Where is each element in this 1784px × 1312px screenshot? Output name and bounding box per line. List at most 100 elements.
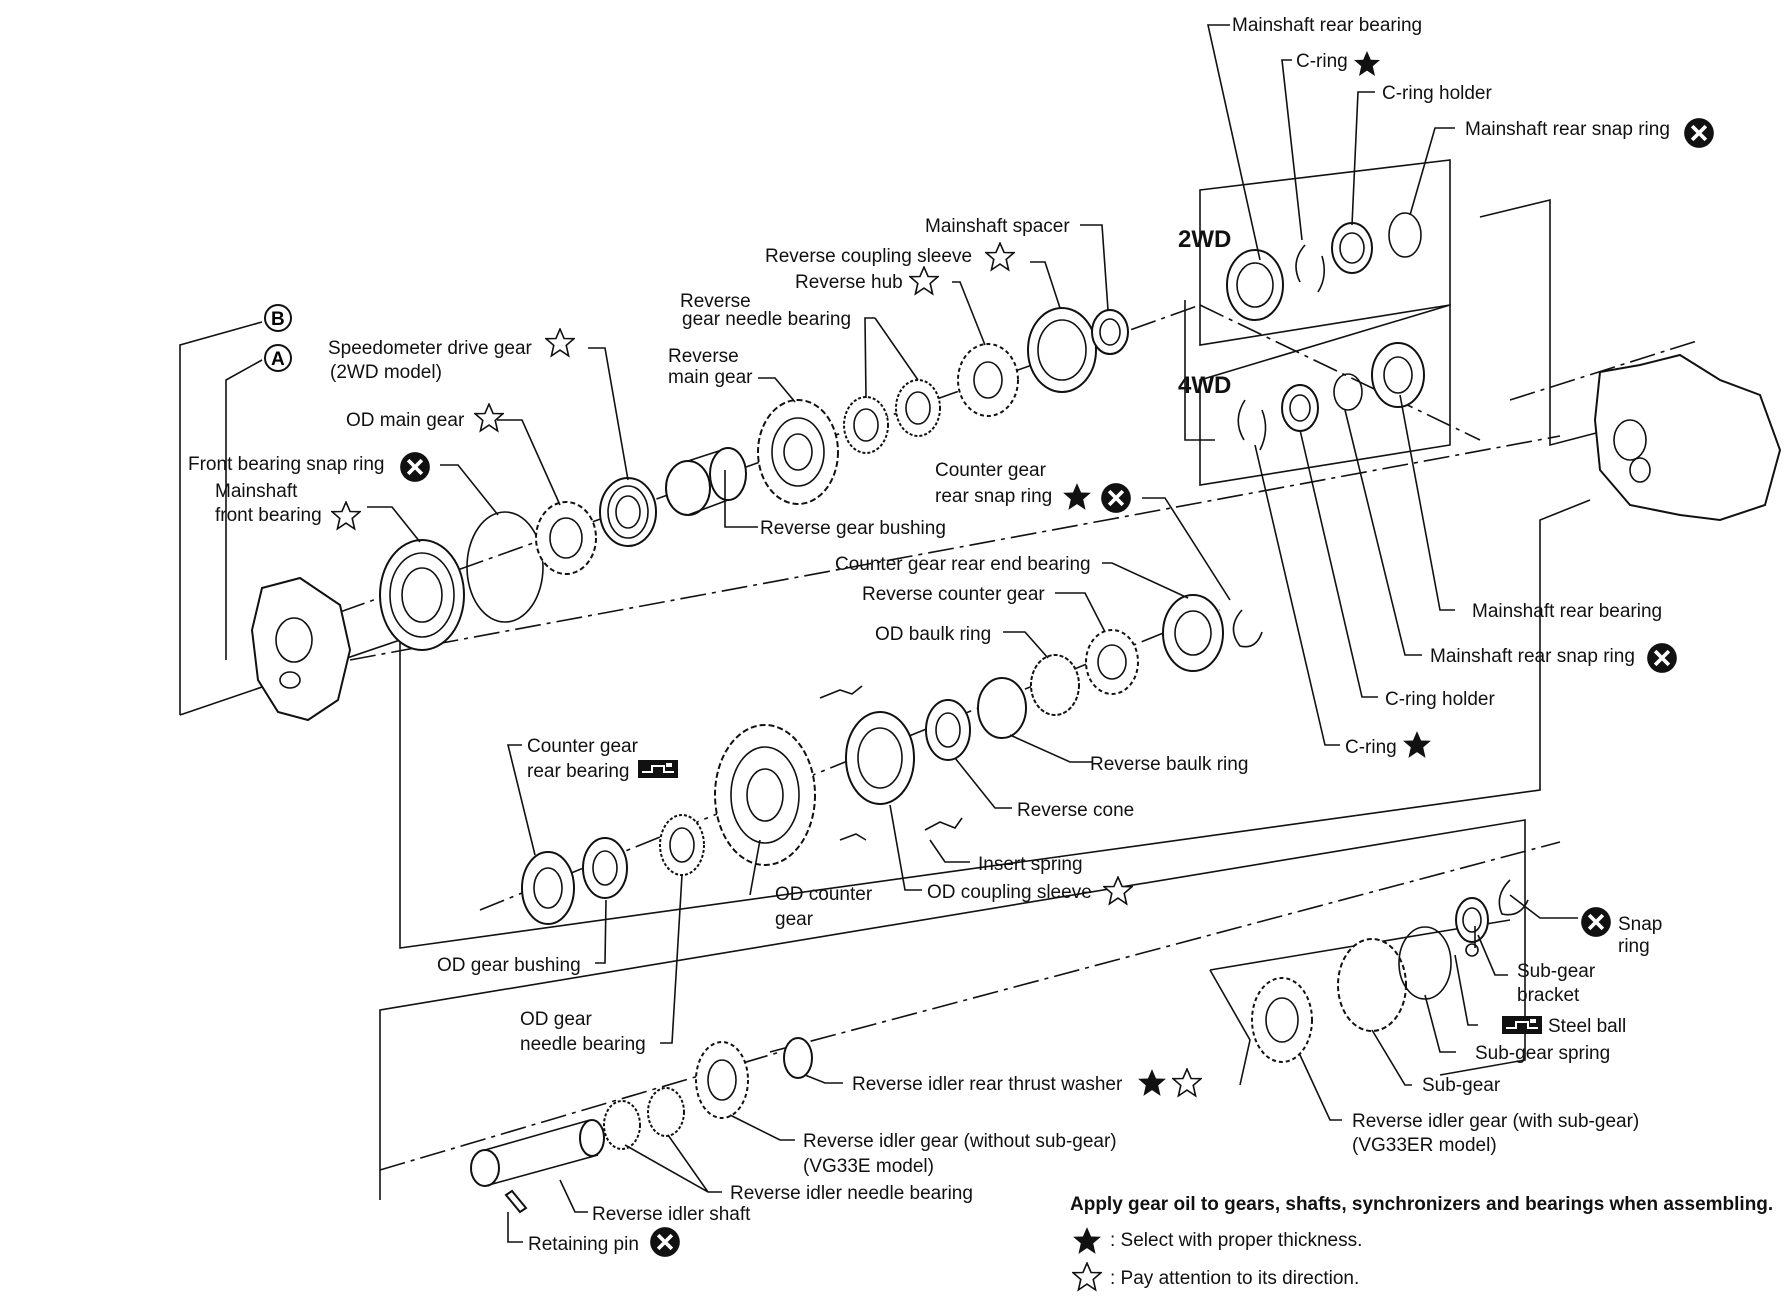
label-sub-gear-bracket-2: bracket: [1517, 985, 1580, 1006]
label-reverse-gear-bushing: Reverse gear bushing: [760, 518, 946, 539]
label-four-wd: 4WD: [1178, 372, 1231, 399]
reverse-idler-rear-thrust-washer: [783, 1037, 813, 1079]
label-od-counter-gear-2: gear: [775, 909, 814, 930]
label-counter-gear-rear-snap-ring-1: Counter gear: [935, 460, 1047, 481]
front-bearing-snap-ring: [466, 511, 544, 623]
outline-star-icon: [545, 328, 575, 357]
x-circle-icon: [399, 451, 431, 483]
note-select-thickness: : Select with proper thickness.: [1110, 1230, 1362, 1251]
mainshaft-spacer: [1091, 309, 1129, 355]
label-mainshaft-rear-snap-ring-top: Mainshaft rear snap ring: [1465, 119, 1670, 140]
two-wd-group: [1226, 212, 1422, 321]
label-snap-ring-1: Snap: [1618, 914, 1662, 935]
reverse-idler-gear-without-sub-gear: [695, 1041, 749, 1119]
retaining-pin: [504, 1189, 528, 1214]
outline-star-icon: [985, 242, 1015, 271]
label-c-ring-holder-right: C-ring holder: [1385, 689, 1495, 710]
ref-a-circle: [264, 344, 292, 372]
label-reverse-idler-gear-without-1: Reverse idler gear (without sub-gear): [803, 1131, 1117, 1152]
label-c-ring-holder-top: C-ring holder: [1382, 83, 1492, 104]
x-circle-icon: [1580, 906, 1612, 938]
label-reverse-coupling-sleeve: Reverse coupling sleeve: [765, 246, 972, 267]
label-od-coupling-sleeve: OD coupling sleeve: [927, 882, 1092, 903]
label-two-wd-model: (2WD model): [330, 362, 442, 383]
label-counter-gear-rear-end-bearing: Counter gear rear end bearing: [835, 554, 1091, 575]
ref-b-label: B: [271, 309, 285, 330]
text-labels: Mainshaft rear bearing C-ring C-ring hol…: [188, 15, 1670, 1255]
special-tool-icon: [638, 760, 678, 778]
label-snap-ring-2: ring: [1618, 936, 1650, 957]
counter-gear-rear-snap-ring: [1232, 609, 1263, 648]
outline-star-icon: [1172, 1068, 1202, 1097]
note-pay-attention: : Pay attention to its direction.: [1110, 1268, 1359, 1289]
label-mainshaft-rear-bearing-top: Mainshaft rear bearing: [1232, 15, 1422, 36]
steel-ball: [1465, 943, 1479, 957]
filled-star-icon: [1354, 51, 1380, 76]
label-reverse-idler-shaft: Reverse idler shaft: [592, 1204, 751, 1225]
label-reverse-idler-gear-with-2: (VG33ER model): [1352, 1135, 1497, 1156]
label-sub-gear: Sub-gear: [1422, 1075, 1501, 1096]
reverse-cone: [925, 699, 971, 761]
reverse-main-gear: [757, 399, 839, 505]
insert-springs: [819, 685, 963, 841]
label-reverse-cone: Reverse cone: [1017, 800, 1134, 821]
label-mainshaft-spacer: Mainshaft spacer: [925, 216, 1070, 237]
counter-gear-rear-end-bearing: [1162, 594, 1224, 672]
ref-callouts: B A: [264, 304, 292, 372]
label-od-baulk-ring: OD baulk ring: [875, 624, 991, 645]
label-steel-ball: Steel ball: [1548, 1016, 1626, 1037]
label-c-ring-right: C-ring: [1345, 737, 1397, 758]
mainshaft-front-bearing: [379, 539, 465, 651]
label-speedometer-drive-gear: Speedometer drive gear: [328, 338, 533, 359]
label-retaining-pin: Retaining pin: [528, 1234, 639, 1255]
label-counter-gear-rear-bearing-1: Counter gear: [527, 736, 639, 757]
od-coupling-sleeve: [845, 711, 915, 805]
x-circle-icon: [1100, 482, 1132, 514]
x-circle-icon: [1646, 642, 1678, 674]
x-circle-icon: [1683, 117, 1715, 149]
outline-star-icon: [1103, 876, 1133, 905]
parts: [250, 212, 1782, 1214]
filled-star-icon: [1138, 1069, 1166, 1096]
od-gear-needle-bearing: [659, 814, 705, 876]
od-baulk-ring: [1030, 654, 1080, 716]
label-two-wd: 2WD: [1178, 226, 1231, 253]
label-counter-gear-rear-snap-ring-2: rear snap ring: [935, 486, 1052, 507]
sub-gear-bracket: [1455, 897, 1489, 943]
outline-star-icon: [474, 403, 504, 432]
od-gear-bushing: [582, 837, 628, 899]
label-c-ring-top: C-ring: [1296, 51, 1348, 72]
outline-star-icon: [909, 266, 939, 295]
speedometer-drive-gear: [599, 477, 657, 547]
label-od-gear-needle-bearing-2: needle bearing: [520, 1034, 646, 1055]
label-reverse-gear-needle-bearing-2: gear needle bearing: [682, 309, 851, 330]
label-reverse-gear-needle-bearing-1: Reverse: [680, 291, 751, 312]
reverse-gear-bushing: [665, 447, 747, 516]
reverse-idler-needle-bearing: [603, 1087, 685, 1150]
label-reverse-idler-gear-without-2: (VG33E model): [803, 1156, 934, 1177]
reverse-coupling-sleeve: [1027, 307, 1097, 393]
four-wd-group: [1237, 342, 1425, 451]
label-insert-spring: Insert spring: [978, 854, 1083, 875]
x-circle-icon: [649, 1226, 681, 1258]
od-counter-gear: [714, 724, 816, 866]
label-mainshaft-front-bearing-2: front bearing: [215, 505, 322, 526]
reverse-baulk-ring: [977, 677, 1027, 739]
label-reverse-idler-gear-with-1: Reverse idler gear (with sub-gear): [1352, 1111, 1639, 1132]
label-counter-gear-rear-bearing-2: rear bearing: [527, 761, 629, 782]
sub-gear: [1337, 938, 1407, 1032]
filled-star-icon: [1403, 731, 1431, 758]
bracket-lines: [179, 159, 1601, 1200]
label-reverse-idler-rear-thrust-washer: Reverse idler rear thrust washer: [852, 1074, 1123, 1095]
leader-lines: [367, 24, 1578, 1243]
label-reverse-baulk-ring: Reverse baulk ring: [1090, 754, 1248, 775]
outline-star-icon: [1072, 1262, 1102, 1291]
label-od-main-gear: OD main gear: [346, 410, 465, 431]
label-reverse-hub: Reverse hub: [795, 272, 903, 293]
ref-b-circle: [264, 304, 292, 332]
label-od-counter-gear-1: OD counter: [775, 884, 873, 905]
reverse-gear-needle-bearings: [843, 379, 941, 454]
label-mainshaft-front-bearing-1: Mainshaft: [215, 481, 298, 502]
label-od-gear-bushing: OD gear bushing: [437, 955, 581, 976]
